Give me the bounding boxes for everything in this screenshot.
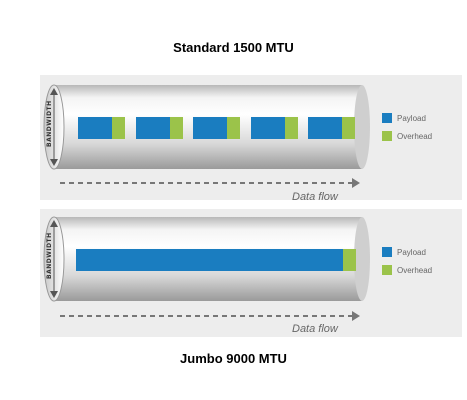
legend-overhead-label: Overhead	[397, 131, 433, 141]
bandwidth-label: BANDWIDTH	[46, 232, 53, 279]
legend-payload-label: Payload	[397, 113, 426, 123]
overhead-block	[112, 117, 125, 139]
standard-pipe-diagram: BANDWIDTH	[43, 84, 370, 188]
data-flow-arrow-icon	[352, 311, 360, 321]
overhead-block	[227, 117, 240, 139]
payload-block	[308, 117, 342, 139]
overhead-block	[343, 249, 356, 271]
standard-mtu-title: Standard 1500 MTU	[173, 40, 294, 55]
overhead-block	[342, 117, 355, 139]
bandwidth-arrow-down-icon	[50, 291, 58, 298]
jumbo-pipe-diagram: BANDWIDTH	[43, 216, 370, 321]
pipe-right-end	[354, 217, 370, 301]
packet-4	[251, 117, 298, 139]
bandwidth-arrow-up-icon	[50, 220, 58, 227]
legend-overhead-label: Overhead	[397, 265, 433, 275]
overhead-block	[285, 117, 298, 139]
packet-2	[136, 117, 183, 139]
bandwidth-label: BANDWIDTH	[46, 100, 53, 147]
jumbo-mtu-panel: BANDWIDTH Data flow Payload Overhead	[40, 209, 462, 337]
data-flow-arrow-icon	[352, 178, 360, 188]
payload-block	[136, 117, 170, 139]
data-flow-label: Data flow	[292, 191, 338, 203]
payload-block	[251, 117, 285, 139]
jumbo-packet	[76, 249, 356, 271]
legend-item-overhead: Overhead	[382, 131, 432, 141]
packet-5	[308, 117, 355, 139]
packet-1	[78, 117, 125, 139]
bandwidth-arrow-up-icon	[50, 88, 58, 95]
legend: Payload Overhead	[382, 113, 432, 149]
payload-block	[76, 249, 343, 271]
payload-block	[193, 117, 227, 139]
legend: Payload Overhead	[382, 247, 432, 283]
pipe-right-end	[354, 85, 370, 169]
payload-swatch	[382, 247, 392, 257]
standard-mtu-panel: BANDWIDTH Data flow Payload	[40, 75, 462, 203]
overhead-block	[170, 117, 183, 139]
overhead-swatch	[382, 265, 392, 275]
overhead-swatch	[382, 131, 392, 141]
legend-payload-label: Payload	[397, 247, 426, 257]
legend-item-payload: Payload	[382, 113, 432, 123]
data-flow-label: Data flow	[292, 323, 338, 335]
legend-item-payload: Payload	[382, 247, 432, 257]
payload-swatch	[382, 113, 392, 123]
payload-block	[78, 117, 112, 139]
jumbo-mtu-title: Jumbo 9000 MTU	[180, 351, 287, 366]
legend-item-overhead: Overhead	[382, 265, 432, 275]
bandwidth-arrow-down-icon	[50, 159, 58, 166]
packet-3	[193, 117, 240, 139]
